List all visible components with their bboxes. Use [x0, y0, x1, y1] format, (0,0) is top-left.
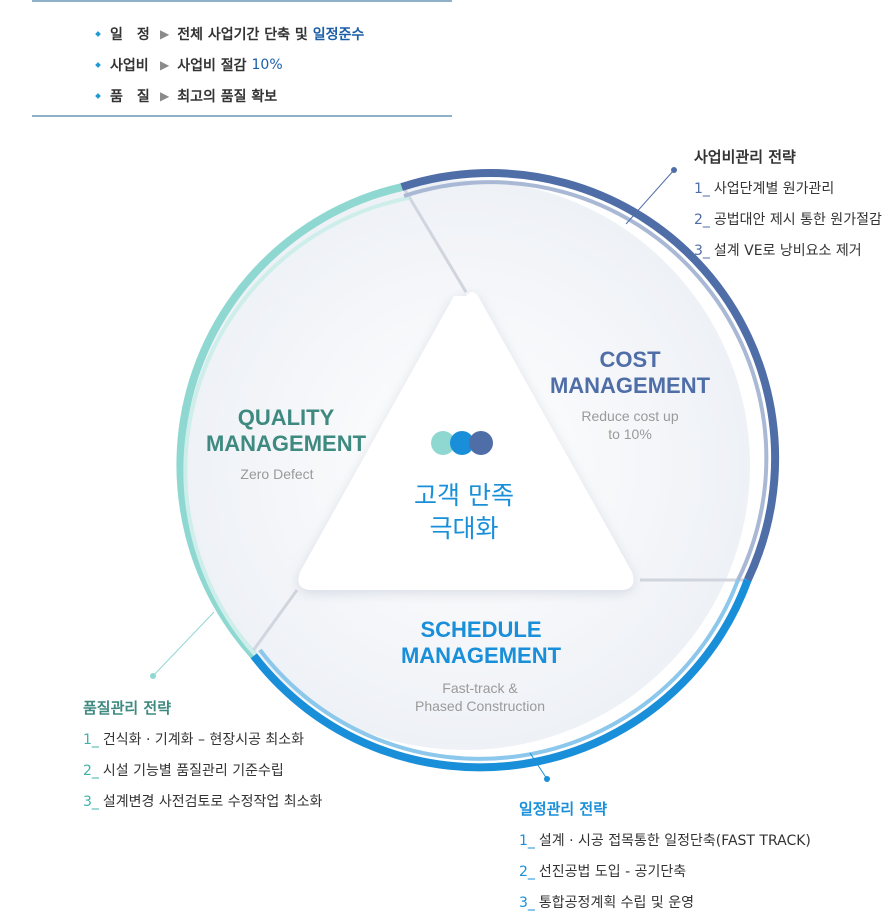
schedule-title-line2: MANAGEMENT [401, 643, 562, 668]
goal-text: 사업비 절감 [177, 57, 247, 74]
list-item: 3_통합공정계획 수립 및 운영 [519, 893, 811, 924]
item-number: 3_ [83, 794, 99, 810]
cost-strategy: 사업비관리 전략 1_사업단계별 원가관리 2_공법대안 제시 통한 원가절감 … [694, 146, 882, 272]
schedule-ring-arc [250, 578, 752, 772]
schedule-strategy: 일정관리 전략 1_설계 · 시공 접목통한 일정단축(FAST TRACK) … [519, 798, 811, 924]
cost-title-line1: COST [599, 347, 661, 372]
center-title-line1: 고객 만족 [414, 481, 514, 510]
arrow-right-icon: ▶ [160, 88, 170, 103]
list-item: 1_설계 · 시공 접목통한 일정단축(FAST TRACK) [519, 831, 811, 862]
list-item: 1_사업단계별 원가관리 [694, 179, 882, 210]
schedule-leader-line [529, 752, 548, 780]
goal-label: 사업비 [110, 57, 149, 74]
goal-schedule: 일 정 ▶ 전체 사업기간 단축 및 일정준수 [95, 18, 365, 49]
item-text: 선진공법 도입 - 공기단축 [538, 864, 687, 880]
cost-ring-arc [400, 169, 780, 582]
item-number: 3_ [694, 243, 710, 259]
arrow-right-icon: ▶ [160, 57, 170, 72]
bottom-divider [32, 115, 452, 117]
schedule-ring-inner [258, 579, 740, 761]
center-title-line2: 극대화 [429, 514, 498, 543]
item-number: 1_ [83, 732, 99, 748]
list-item: 3_설계변경 사전검토로 수정작업 최소화 [83, 792, 322, 823]
item-number: 1_ [519, 833, 535, 849]
list-item: 2_시설 기능별 품질관리 기준수립 [83, 761, 322, 792]
cost-subtitle-line2: to 10% [608, 426, 652, 442]
schedule-strategy-title: 일정관리 전략 [519, 800, 608, 818]
cost-subtitle-line1: Reduce cost up [581, 408, 678, 424]
item-text: 사업단계별 원가관리 [713, 181, 835, 197]
goal-highlight: 10% [251, 56, 283, 73]
top-divider [32, 0, 452, 2]
goal-highlight: 일정준수 [312, 26, 365, 43]
item-text: 통합공정계획 수립 및 운영 [538, 895, 694, 911]
goal-label: 일 정 [110, 26, 150, 43]
item-text: 설계 VE로 낭비요소 제거 [713, 243, 862, 259]
item-number: 2_ [519, 864, 535, 880]
list-item: 1_건식화 · 기계화 – 현장시공 최소화 [83, 730, 322, 761]
item-number: 2_ [83, 763, 99, 779]
schedule-title-line1: SCHEDULE [420, 617, 541, 642]
quality-strategy-title: 품질관리 전략 [83, 699, 172, 717]
goal-quality: 품 질 ▶ 최고의 품질 확보 [95, 80, 364, 111]
cost-leader-line [625, 169, 675, 225]
arrow-right-icon: ▶ [160, 26, 170, 41]
item-text: 공법대안 제시 통한 원가절감 [713, 212, 882, 228]
quality-subtitle: Zero Defect [240, 466, 313, 482]
item-text: 건식화 · 기계화 – 현장시공 최소화 [102, 732, 305, 748]
quality-leader-dot [150, 673, 156, 679]
schedule-subtitle-line1: Fast-track & [442, 680, 518, 696]
list-item: 2_선진공법 도입 - 공기단축 [519, 862, 811, 893]
cost-strategy-title: 사업비관리 전략 [694, 148, 796, 166]
item-text: 설계변경 사전검토로 수정작업 최소화 [102, 794, 323, 810]
schedule-subtitle-line2: Phased Construction [415, 698, 545, 714]
item-number: 2_ [694, 212, 710, 228]
cost-ring-inner [403, 180, 769, 581]
quality-strategy: 품질관리 전략 1_건식화 · 기계화 – 현장시공 최소화 2_시설 기능별 … [83, 697, 322, 823]
goal-label: 품 질 [110, 88, 150, 105]
item-text: 시설 기능별 품질관리 기준수립 [102, 763, 284, 779]
goal-cost: 사업비 ▶ 사업비 절감 10% [95, 49, 364, 80]
quality-leader-line [152, 611, 215, 677]
dot-cost-icon [469, 431, 493, 455]
item-number: 3_ [519, 895, 535, 911]
cost-leader-dot [671, 167, 677, 173]
quality-title-line2: MANAGEMENT [206, 431, 367, 456]
divider-line [248, 589, 299, 656]
dot-quality-icon [431, 431, 455, 455]
quality-ring-arc [176, 183, 403, 659]
quality-ring-inner [183, 195, 410, 662]
quality-title-line1: QUALITY [238, 405, 335, 430]
schedule-leader-dot [544, 776, 550, 782]
goal-text: 전체 사업기간 단축 및 [177, 26, 308, 43]
cost-title-line2: MANAGEMENT [550, 373, 711, 398]
item-text: 설계 · 시공 접목통한 일정단축(FAST TRACK) [538, 833, 811, 849]
list-item: 3_설계 VE로 낭비요소 제거 [694, 241, 882, 272]
divider-line [403, 189, 468, 293]
goals-list: 일 정 ▶ 전체 사업기간 단축 및 일정준수 사업비 ▶ 사업비 절감 10%… [95, 18, 365, 111]
dot-schedule-icon [450, 431, 474, 455]
item-number: 1_ [694, 181, 710, 197]
goal-text: 최고의 품질 확보 [177, 88, 278, 105]
list-item: 2_공법대안 제시 통한 원가절감 [694, 210, 882, 241]
